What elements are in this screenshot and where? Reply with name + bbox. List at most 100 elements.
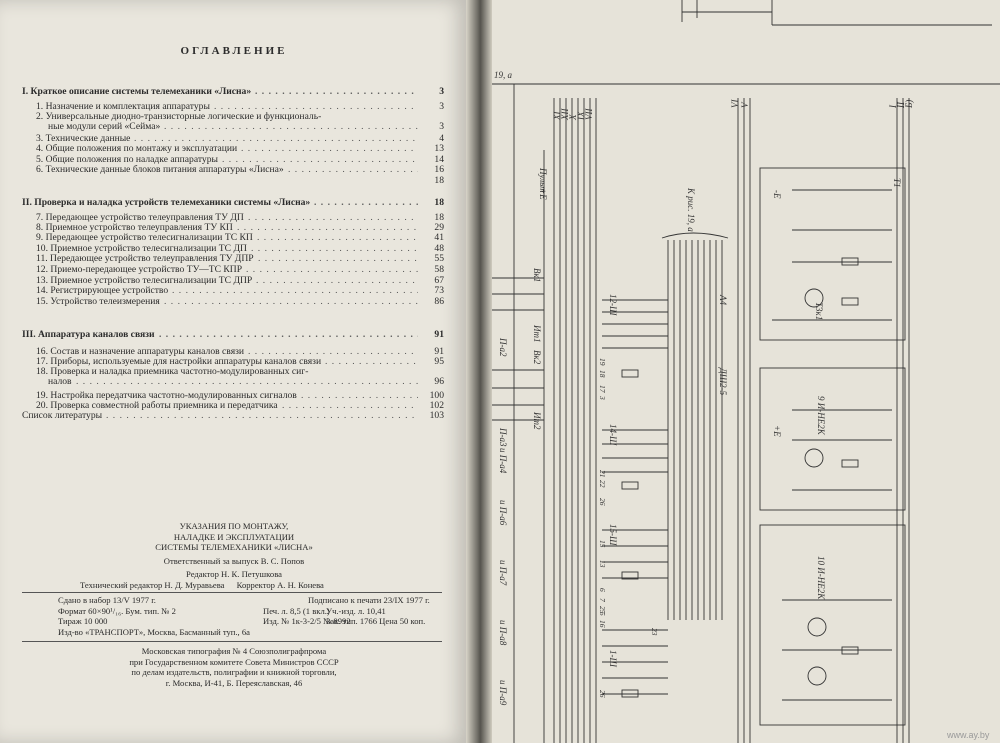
module-t3k1-label: Т3к1	[814, 302, 824, 320]
transistor-10a	[807, 617, 827, 637]
pin-number: 13	[598, 560, 607, 568]
pub-cell: Тираж 10 000	[58, 616, 108, 627]
toc-dot-leader: . . . . . . . . . . . . . . . . . . . . …	[246, 264, 418, 275]
panel-label: Пульт	[538, 167, 548, 193]
toc-entry-page: 18	[434, 197, 444, 208]
pub-cell: Сдано в набор 13/V 1977 г.	[58, 595, 156, 605]
toc-dot-leader: . . . . . . . . . . . . . . . . . . . . …	[237, 222, 418, 233]
toc-dot-leader: . . . . . . . . . . . . . . . . . . . . …	[314, 197, 418, 208]
toc-entry-text: I. Краткое описание системы телемеханики…	[22, 86, 252, 97]
bus-label-xii: XII	[560, 108, 570, 121]
toc-entry-text: 6. Технические данные блоков питания апп…	[36, 164, 284, 175]
toc-entry-text: II. Проверка и наладка устройств телемех…	[22, 197, 311, 208]
pin-number: 22	[598, 480, 607, 488]
bus-label-vi: VI	[730, 99, 740, 108]
block-label-1: Ит1	[532, 324, 542, 343]
bus-label-ii: II	[896, 101, 906, 109]
toc-entry-page: 29	[434, 222, 444, 233]
bus-label-i: I	[888, 104, 898, 109]
pub-cell: Печ. л. 8,5 (1 вкл.)	[263, 605, 330, 616]
pub-cell: Изд. № 1к-3-2/5 № 8992	[263, 616, 351, 627]
toc-dot-leader: . . . . . . . . . . . . . . . . . . . . …	[301, 390, 418, 401]
toc-entry-text: 4. Общие положения по монтажу и эксплуат…	[36, 143, 238, 154]
pin-number: 18	[598, 370, 607, 378]
toc-dot-leader: . . . . . . . . . . . . . . . . . . . . …	[134, 133, 418, 144]
bus-label-x: X	[568, 114, 578, 121]
toc-entry-text: 17. Приборы, используемые для настройки …	[36, 356, 322, 367]
toc-entry-text: 1. Назначение и комплектация аппаратуры	[36, 101, 210, 112]
block-label-2: Ит2	[532, 411, 542, 430]
supply-em-label: +Е	[772, 425, 782, 437]
left-page: ОГЛАВЛЕНИЕ I. Краткое описание системы т…	[0, 0, 468, 743]
pin-number: 26	[598, 498, 607, 506]
pin-number: 6	[598, 588, 607, 592]
book-title-line-2: НАЛАДКЕ И ЭКСПЛУАТАЦИИ	[173, 531, 295, 542]
tech-editor-line: Технический редактор Н. Д. Муравьева Кор…	[80, 580, 380, 591]
module-dsh: ДШ2-5	[718, 367, 728, 396]
toc-dot-leader: . . . . . . . . . . . . . . . . . . . . …	[258, 253, 418, 264]
pub-row: Формат 60×90¹/₁₆. Бум. тип. № 2 Печ. л. 8…	[58, 606, 448, 617]
pub-cell: Изд-во «ТРАНСПОРТ», Москва, Басманный ту…	[58, 626, 250, 637]
toc-dot-leader: . . . . . . . . . . . . . . . . . . . . …	[106, 410, 418, 421]
pub-cell: Формат 60×90¹/₁₆. Бум. тип. № 2	[58, 605, 176, 616]
toc-entry-text: 3. Технические данные	[36, 133, 131, 144]
module-a4: А4	[718, 294, 728, 305]
bus-label-xi: XI	[552, 111, 562, 121]
contact-label-7: и П-а9	[498, 680, 508, 706]
pin-number: 26	[598, 690, 607, 698]
toc-dot-leader: . . . . . . . . . . . . . . . . . . . . …	[255, 86, 418, 97]
toc-entry-page: 3	[439, 86, 444, 97]
module-box-t1	[759, 167, 906, 341]
pub-cell: Уч.-изд. л. 10,41	[326, 605, 386, 616]
toc-entry-text: 7. Передающее устройство телеуправления …	[36, 212, 244, 223]
toc-entry-page: 103	[429, 410, 444, 421]
pin-number: 25	[598, 606, 607, 614]
corrector: Корректор А. Н. Конева	[236, 580, 324, 590]
bundle-brace	[661, 232, 729, 239]
toc-dot-leader: . . . . . . . . . . . . . . . . . . . . …	[76, 376, 418, 387]
supply-minus-label: -Е	[772, 190, 782, 199]
resistor-3	[841, 459, 859, 468]
book-title-block: УКАЗАНИЯ ПО МОНТАЖУ, НАЛАДКЕ И ЭКСПЛУАТА…	[0, 521, 468, 553]
right-page-schematic: 19, а XI XII X IX VII VI V I II Б) Пульт…	[492, 0, 1000, 743]
bus-label-v: V	[740, 101, 750, 108]
toc-entry-text: 10. Приемное устройство телесигнализации…	[36, 243, 247, 254]
toc-entry-page: 41	[434, 232, 444, 243]
toc-dot-leader: . . . . . . . . . . . . . . . . . . . . …	[241, 143, 418, 154]
pub-cell: Подписано к печати 23/IX 1977 г.	[308, 595, 430, 605]
contact-label-3: и П-а4	[498, 448, 508, 474]
toc-entry-page: 86	[434, 296, 444, 307]
toc-entry-page: 91	[434, 329, 444, 340]
toc-dot-leader: . . . . . . . . . . . . . . . . . . . . …	[251, 243, 418, 254]
connector-label: К рис. 19, а	[686, 187, 696, 232]
toc-entry-text: 12. Приемо-передающее устройство ТУ—ТС К…	[36, 264, 243, 275]
pin-number: 15	[598, 540, 607, 548]
printer-line-4: г. Москва, И-41, Б. Переяславская, 46	[165, 677, 303, 688]
pin-number: 17	[598, 385, 607, 393]
toc-entry-text: 13. Приемное устройство телесигнализации…	[36, 275, 253, 286]
toc-dot-leader: . . . . . . . . . . . . . . . . . . . . …	[164, 121, 418, 132]
contact-label-5: и П-а7	[498, 560, 508, 586]
imprint-rule-bottom	[22, 641, 442, 642]
toc-entry-page: 95	[434, 356, 444, 367]
toc-dot-leader: . . . . . . . . . . . . . . . . . . . . …	[282, 400, 418, 411]
toc-entry-text: ные модули серий «Сейма»	[48, 121, 161, 132]
toc-entry-page: 58	[434, 264, 444, 275]
toc-entry-page: 18	[434, 212, 444, 223]
supply-label: +Е	[538, 188, 548, 200]
tech-editor: Технический редактор Н. Д. Муравьева	[80, 580, 225, 590]
toc-entry-text: 16. Состав и назначение аппаратуры канал…	[36, 346, 245, 357]
bus-label-vii: VII	[584, 108, 594, 120]
pin-number: 21	[598, 470, 607, 478]
toc-entry-text: III. Аппаратура каналов связи	[22, 329, 155, 340]
printer-line-3: по делам издательств, полиграфии и книжн…	[131, 667, 337, 678]
toc-entry-text: 2. Универсальные диодно-транзисторные ло…	[36, 111, 322, 122]
printer-line-2: при Государственном комитете Совета Мини…	[129, 656, 339, 667]
toc-dot-leader: . . . . . . . . . . . . . . . . . . . . …	[256, 275, 418, 286]
row-label-2: 14-Ш	[608, 424, 618, 446]
bus-label-b: Б)	[904, 100, 914, 109]
transistor-9	[804, 448, 824, 468]
toc-entry-text: Список литературы	[22, 410, 103, 421]
toc-entry-page: 55	[434, 253, 444, 264]
